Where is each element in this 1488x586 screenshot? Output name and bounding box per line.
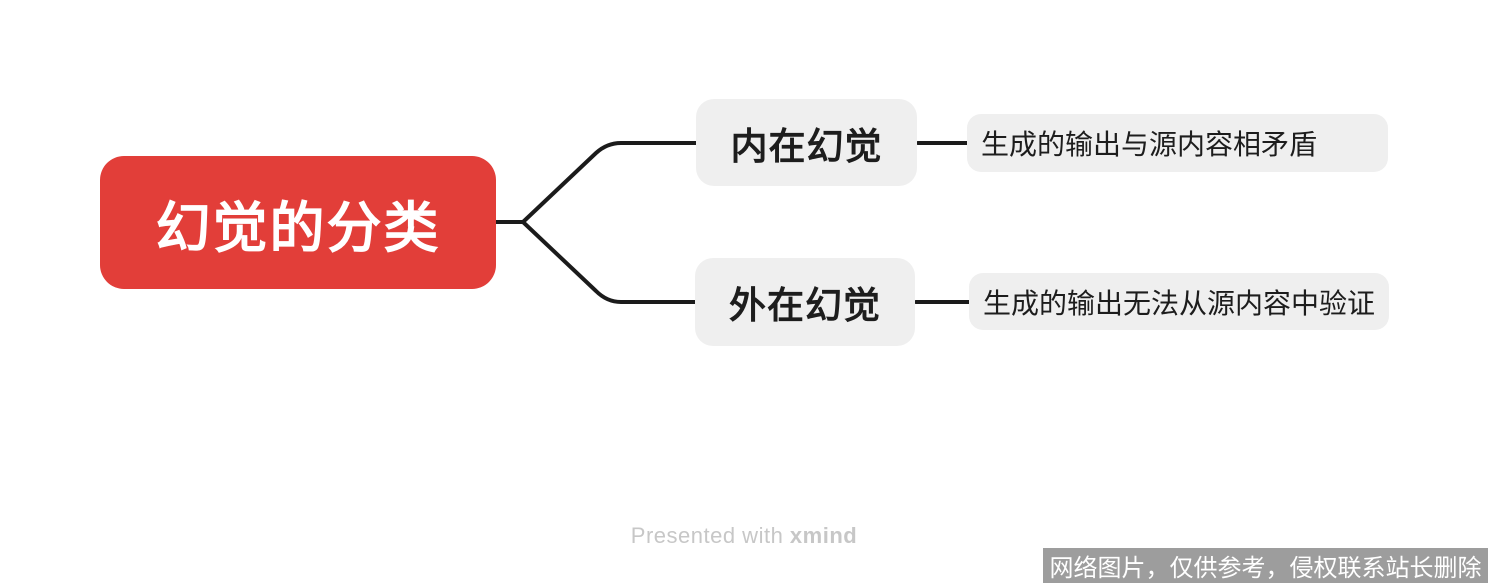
- leaf-node-label: 生成的输出无法从源内容中验证: [983, 287, 1376, 319]
- xmind-credit-prefix: Presented with: [630, 523, 790, 548]
- watermark-banner: 网络图片，仅供参考，侵权联系站长删除: [1043, 548, 1488, 583]
- leaf-node-extrinsic-detail[interactable]: 生成的输出无法从源内容中验证: [969, 273, 1389, 330]
- leaf-node-intrinsic-detail[interactable]: 生成的输出与源内容相矛盾: [967, 114, 1388, 172]
- branch-node-intrinsic-hallucination[interactable]: 内在幻觉: [696, 99, 917, 186]
- leaf-node-label: 生成的输出与源内容相矛盾: [981, 129, 1318, 160]
- root-node-hallucination-classification[interactable]: 幻觉的分类: [100, 156, 496, 289]
- root-node-label: 幻觉的分类: [155, 196, 441, 259]
- branch-node-label: 外在幻觉: [729, 285, 881, 326]
- branch-node-extrinsic-hallucination[interactable]: 外在幻觉: [695, 258, 915, 346]
- connector-root-to-intrinsic: [521, 141, 699, 224]
- xmind-brand-wordmark: xmind: [789, 523, 858, 548]
- watermark-text: 网络图片，仅供参考，侵权联系站长删除: [1049, 555, 1482, 582]
- branch-node-label: 内在幻觉: [730, 125, 883, 167]
- xmind-credit: Presented with xmind: [0, 523, 1488, 549]
- connector-root-to-extrinsic: [521, 220, 698, 304]
